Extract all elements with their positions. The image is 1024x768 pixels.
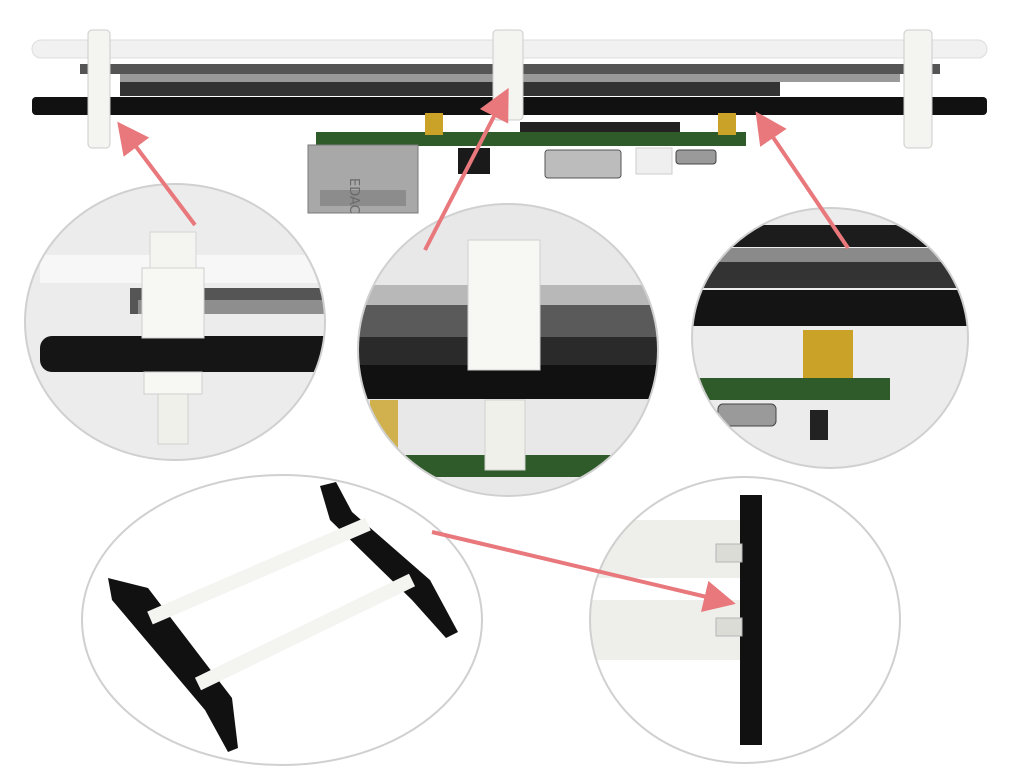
zoom-detail-center-standoff bbox=[357, 203, 659, 497]
stand-leg-left bbox=[108, 578, 238, 752]
pi-board bbox=[316, 132, 746, 146]
arrow-up-left-icon bbox=[117, 121, 197, 227]
zoom-brass-standoff bbox=[803, 330, 853, 384]
zoom-detail-stand-screws bbox=[589, 476, 901, 764]
stand-screw-lower bbox=[715, 617, 743, 637]
nylon-standoff-right bbox=[903, 29, 933, 149]
ethernet-port-label: EDAC bbox=[346, 178, 361, 214]
stand-rod-upper bbox=[147, 517, 371, 625]
arrow-right-icon bbox=[431, 530, 736, 613]
driver-board bbox=[120, 82, 780, 96]
hdmi-port bbox=[544, 149, 622, 179]
zoom-micro-usb bbox=[717, 403, 777, 427]
zoom-nylon-standoff-center bbox=[467, 239, 541, 371]
zoom-detail-brass-standoff bbox=[691, 207, 969, 469]
zoom-detail-stand bbox=[81, 474, 483, 766]
ethernet-port: EDAC bbox=[307, 144, 419, 214]
nylon-standoff-left bbox=[87, 29, 111, 149]
zoom-detail-left-standoff bbox=[24, 183, 326, 461]
stand-screw-upper bbox=[715, 543, 743, 563]
stand-leg-right bbox=[320, 482, 458, 638]
side-connector bbox=[635, 147, 673, 175]
stand-plate-edge bbox=[740, 495, 762, 745]
arrow-up-left-icon-right bbox=[755, 111, 850, 250]
zoom-nylon-screw-center bbox=[484, 399, 526, 471]
stand-rod-lower bbox=[194, 573, 416, 691]
brass-standoff-left bbox=[425, 113, 443, 135]
brass-standoff-right bbox=[718, 113, 736, 135]
zoom-nylon-screw bbox=[157, 393, 189, 445]
micro-usb-port bbox=[675, 149, 717, 165]
zoom-nylon-standoff bbox=[141, 267, 205, 339]
arrow-up-right-icon bbox=[423, 87, 509, 251]
gpio-header bbox=[520, 122, 680, 132]
